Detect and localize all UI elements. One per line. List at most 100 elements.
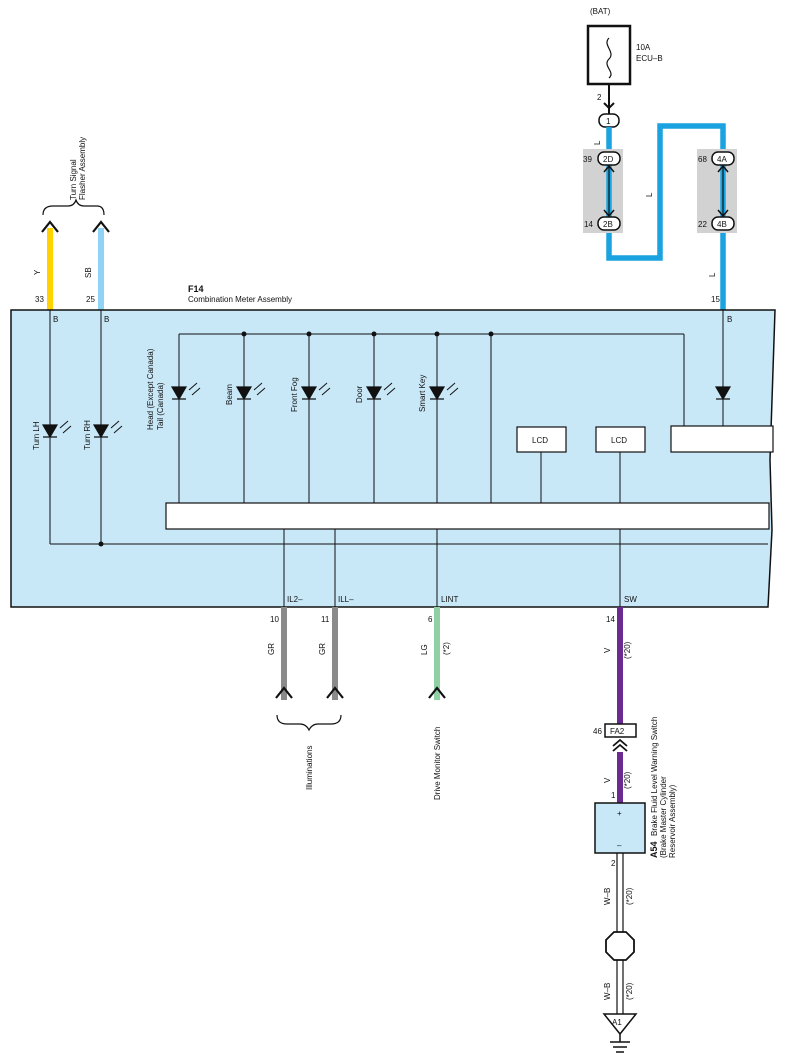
wire-v-label-2: V — [603, 777, 612, 783]
wire-lg-label: LG — [420, 644, 429, 655]
meter-body — [10, 309, 776, 608]
brake-switch-line1: Brake Fluid Level Warning Switch — [650, 717, 659, 836]
turn-rh-label: Turn RH — [83, 420, 92, 450]
fuse-rating: 10A — [636, 43, 651, 52]
turn-rh-node — [98, 541, 104, 547]
junction-right-arrow-icon — [717, 164, 729, 218]
wire-wb-note-1: (*20) — [625, 887, 634, 905]
batt-diode-icon — [714, 386, 732, 401]
front-fog-led-icon — [300, 382, 331, 401]
meter-controller-box — [670, 425, 774, 453]
beam-led-icon — [235, 382, 266, 401]
front-fog-label: Front Fog — [290, 377, 299, 412]
meter-ground-sb: B — [104, 315, 109, 324]
connector-y-chevron-icon — [41, 220, 59, 233]
wire-l-label-3: L — [708, 272, 717, 277]
connector-fa2-pin: 46 — [593, 727, 602, 736]
smart-key-led-icon — [428, 382, 459, 401]
brake-switch-line3: Reservoir Assembly) — [668, 784, 677, 858]
brake-switch-line2: (Brake Master Cylinder — [659, 776, 668, 858]
fuse-name: ECU–B — [636, 54, 663, 63]
wire-lg-note: (*2) — [442, 642, 451, 655]
brake-minus: – — [617, 841, 622, 850]
wire-wb-label-1: W–B — [603, 888, 612, 905]
brake-pin-bottom: 2 — [611, 859, 616, 868]
lcd-label-2: LCD — [611, 436, 627, 445]
gr-2-chevron-icon — [326, 686, 344, 699]
connector-1-pin: 1 — [606, 117, 611, 126]
fa2-double-chevron-icon — [612, 738, 628, 752]
wire-gr-2-label: GR — [318, 643, 327, 655]
junction-left-arrow-icon — [603, 164, 615, 218]
turn-pin-y: 33 — [35, 295, 44, 304]
wire-wb-label-2: W–B — [603, 983, 612, 1000]
ground-triangle-icon — [602, 1013, 638, 1036]
wire-l-label-2: L — [645, 192, 654, 197]
pin-6: 6 — [428, 615, 433, 624]
gr-1-chevron-icon — [275, 686, 293, 699]
fuse-icon — [606, 37, 612, 79]
smart-key-label: Smart Key — [418, 375, 427, 412]
meter-ground-batt: B — [727, 315, 732, 324]
turn-lh-label: Turn LH — [32, 421, 41, 450]
connector-sb-chevron-icon — [92, 220, 110, 233]
meter-name: Combination Meter Assembly — [188, 295, 292, 304]
beam-label: Beam — [225, 384, 234, 405]
wire-wb-note-2: (*20) — [625, 982, 634, 1000]
pin-11: 11 — [321, 615, 330, 624]
terminal-ill: ILL– — [338, 595, 354, 604]
brake-switch-box — [594, 802, 646, 854]
fuse-box — [586, 24, 632, 86]
wire-l-label-1: L — [593, 140, 602, 145]
lcd-box-1 — [516, 426, 567, 453]
ground-id: A1 — [612, 1018, 622, 1027]
lg-chevron-icon — [428, 686, 446, 699]
junction-left-top-pin: 39 — [583, 155, 592, 164]
lcd-label-1: LCD — [532, 436, 548, 445]
wire-v-note-1: (*20) — [623, 641, 632, 659]
wire-y-label: Y — [33, 269, 42, 275]
connector-chevron-icon — [603, 102, 615, 110]
ground-symbol-icon — [610, 1034, 630, 1053]
battery-label: (BAT) — [590, 7, 611, 16]
wire-v-note-2: (*20) — [623, 771, 632, 789]
door-led-icon — [365, 382, 396, 401]
illuminations-label: Illuminations — [305, 746, 314, 790]
junction-left-bottom-pin: 14 — [584, 220, 593, 229]
junction-right-top-id: 4A — [717, 155, 727, 164]
splice-octagon-icon — [605, 931, 635, 961]
head-label-2: Tail (Canada) — [156, 382, 165, 430]
fuse-pin: 2 — [597, 93, 602, 102]
turn-signal-title: Turn Signal — [69, 159, 78, 200]
connector-fa2 — [604, 723, 637, 738]
brake-switch-id: A54 — [649, 841, 659, 858]
head-label-1: Head (Except Canada) — [146, 348, 155, 430]
wire-v-label-1: V — [603, 647, 612, 653]
junction-right-bottom-id: 4B — [717, 220, 727, 229]
turn-signal-subtitle: Flasher Assembly — [78, 137, 87, 200]
turn-lh-led-icon — [41, 424, 59, 439]
meter-ground-y: B — [53, 315, 58, 324]
pin-10: 10 — [270, 615, 279, 624]
brake-plus: + — [617, 809, 622, 818]
turn-signal-brace — [42, 198, 105, 216]
terminal-lint: LINT — [441, 595, 458, 604]
illuminations-brace — [276, 714, 342, 732]
wire-sb-label: SB — [84, 267, 93, 278]
junction-left-bottom-id: 2B — [603, 220, 613, 229]
wire-gr-1-label: GR — [267, 643, 276, 655]
junction-left-top-id: 2D — [603, 155, 613, 164]
turn-rh-rays-icon — [110, 420, 123, 434]
pin-14: 14 — [606, 615, 615, 624]
meter-lower-bus — [165, 502, 770, 530]
connector-fa2-id: FA2 — [610, 727, 625, 736]
meter-id: F14 — [188, 284, 204, 294]
head-led-icon — [170, 382, 201, 401]
terminal-sw: SW — [624, 595, 637, 604]
door-label: Door — [355, 385, 364, 403]
junction-right-top-pin: 68 — [698, 155, 707, 164]
lcd-box-2 — [595, 426, 646, 453]
meter-pin-batt: 15 — [711, 295, 720, 304]
